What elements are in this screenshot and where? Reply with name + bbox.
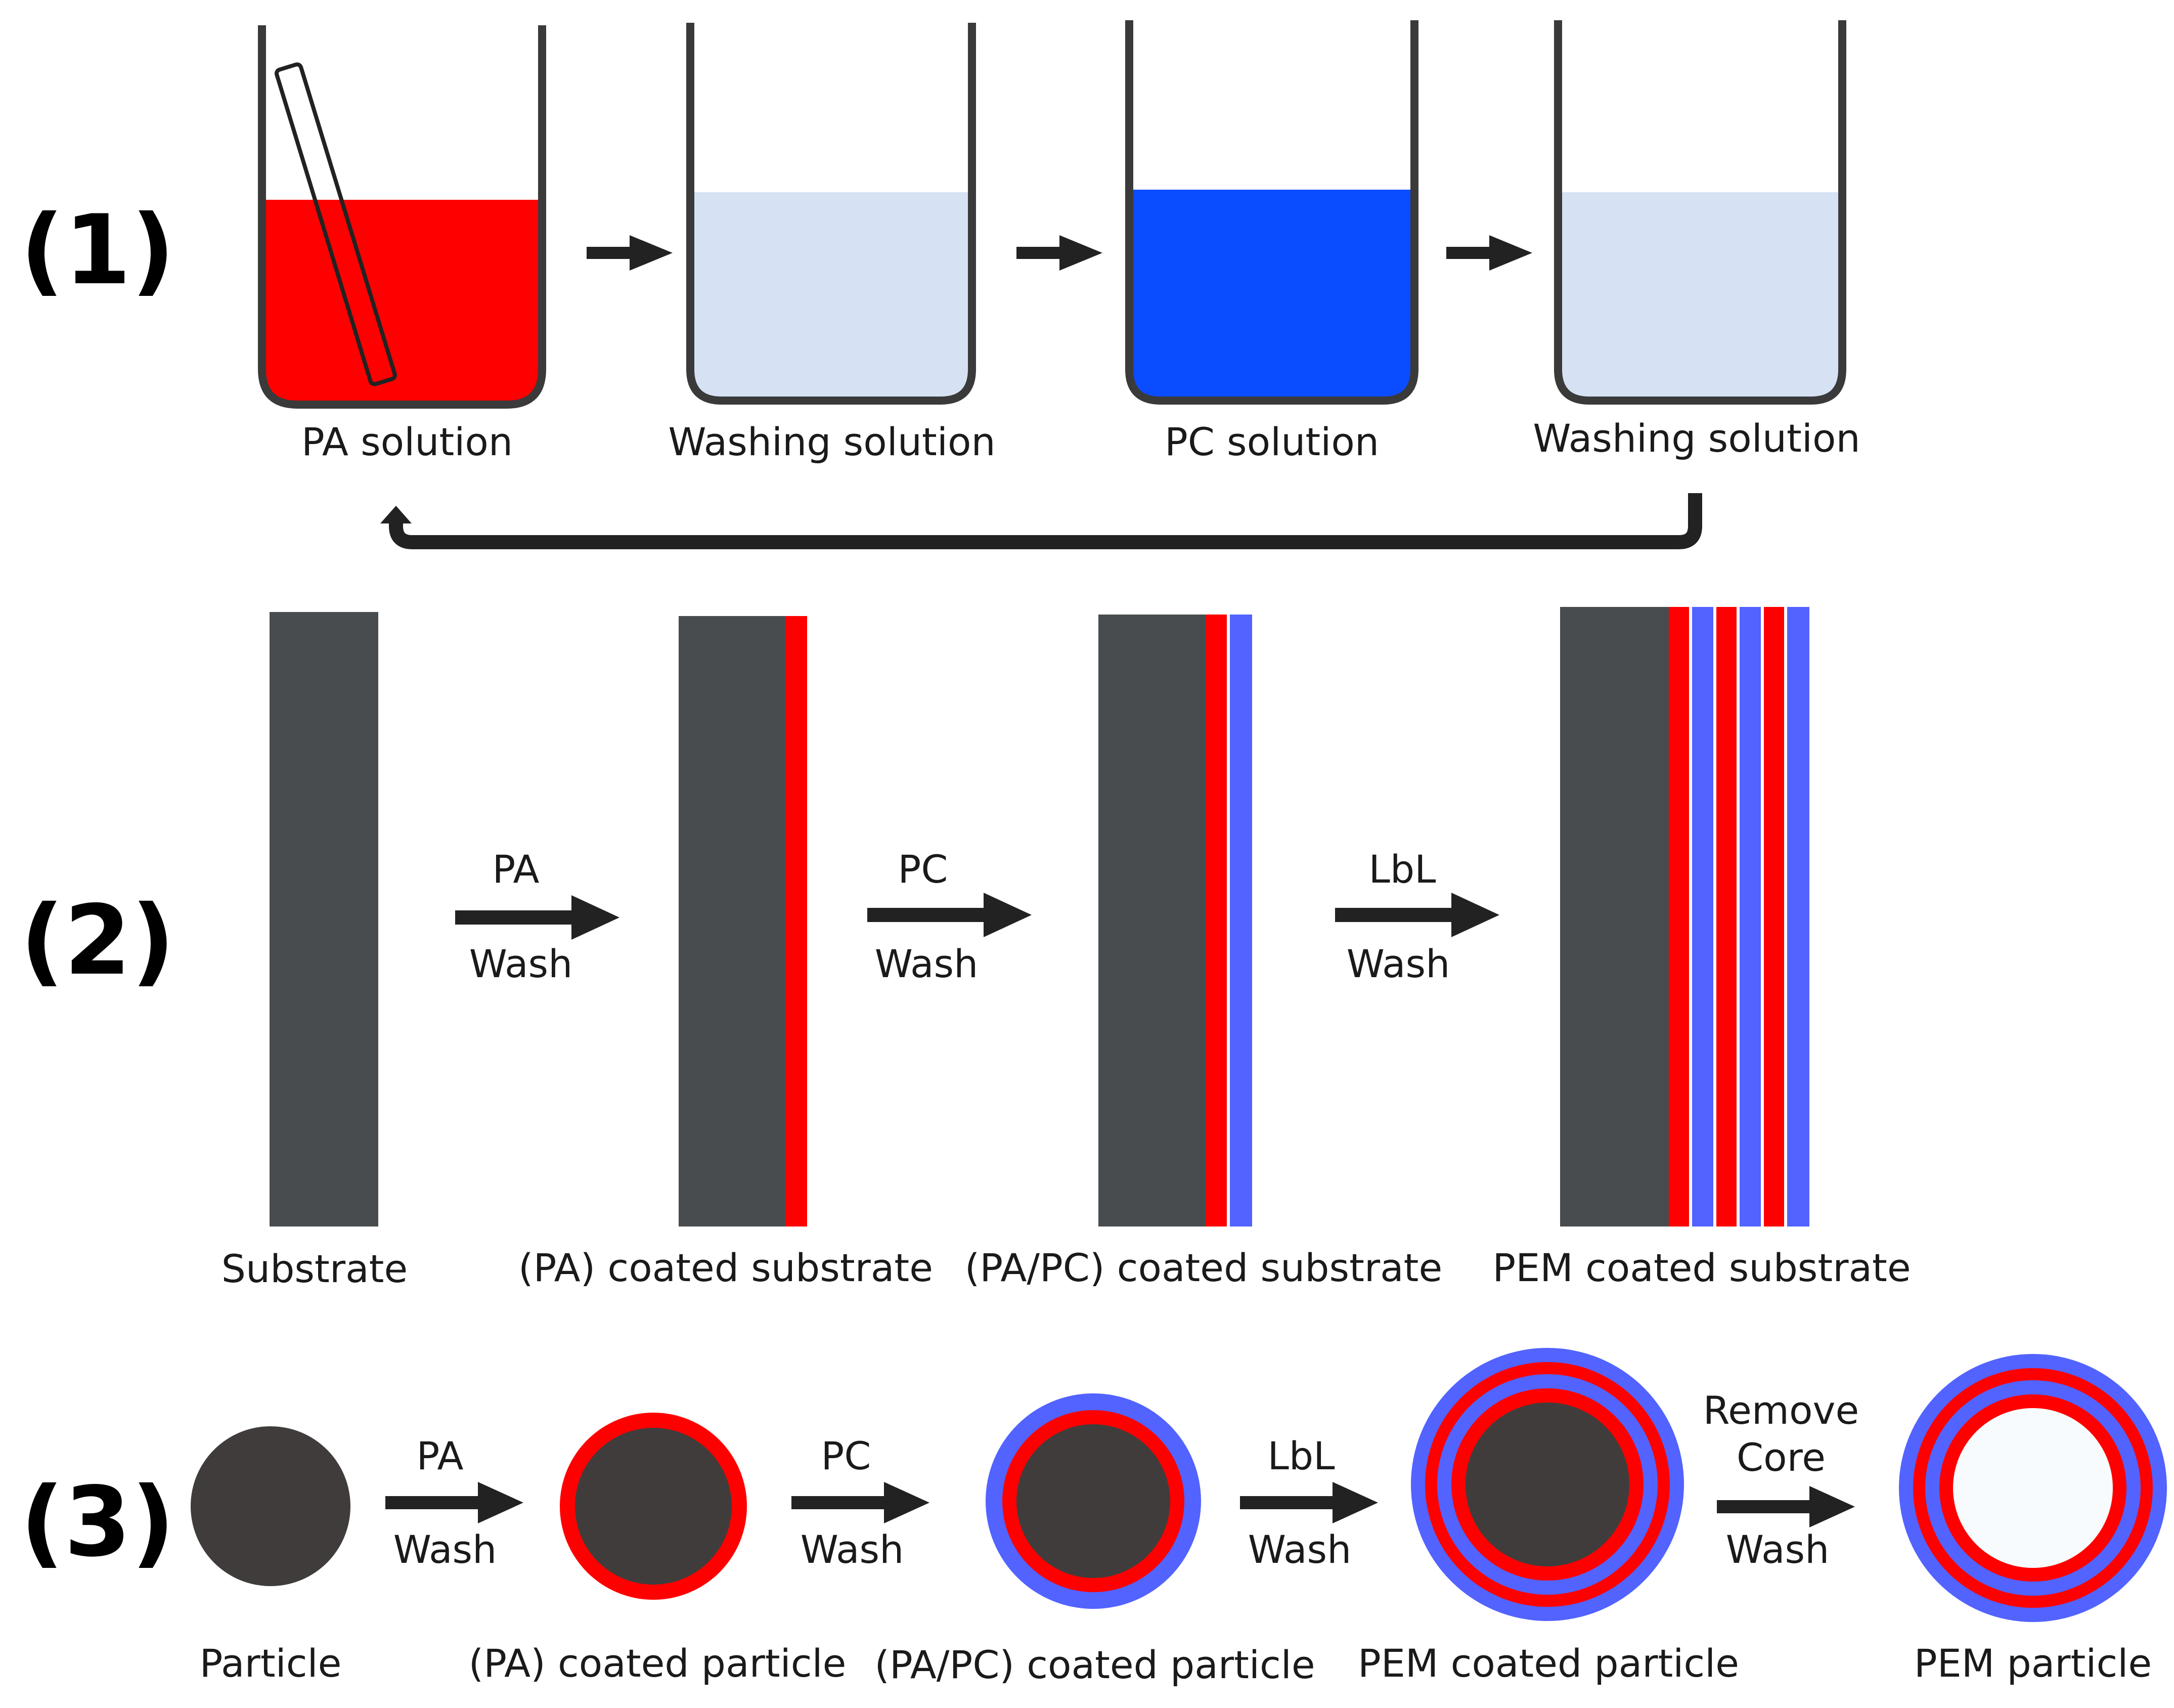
pa-coated-substrate-label: (PA) coated substrate: [518, 1245, 933, 1290]
substrate-slide-icon: [274, 62, 397, 386]
liquid-pc: [1133, 190, 1411, 397]
step-top-label: PA: [493, 847, 540, 892]
step-bottom-label: Wash: [1248, 1527, 1352, 1572]
pa-pc-coated-substrate-label: (PA/PC) coated substrate: [965, 1245, 1443, 1290]
step-top-label: Remove: [1703, 1388, 1859, 1433]
step-top-label: PC: [821, 1433, 871, 1478]
particle: [191, 1426, 350, 1586]
step-bottom-label: Wash: [469, 941, 573, 986]
pem-particle-label: PEM particle: [1914, 1641, 2152, 1686]
beaker-label-2: Washing solution: [668, 419, 995, 464]
arrow-right-icon: [791, 1482, 929, 1523]
particle-label: Particle: [200, 1641, 342, 1686]
step-top-label: LbL: [1369, 847, 1436, 892]
beaker-outline: [1125, 20, 1418, 405]
arrow-right-icon: [385, 1482, 523, 1523]
step-bottom-label: Wash: [801, 1527, 904, 1572]
pa-coated-particle-label: (PA) coated particle: [469, 1641, 847, 1686]
pem-coated-particle-label: PEM coated particle: [1358, 1641, 1739, 1686]
pem-coated-substrate: [1560, 607, 1809, 1227]
row1-number: (1): [20, 194, 175, 306]
arrow-right-icon: [587, 235, 673, 271]
beaker-outline: [686, 23, 976, 405]
arrow-right-icon: [1446, 235, 1532, 271]
beaker-outline: [258, 25, 546, 409]
step-top-label: LbL: [1268, 1433, 1335, 1478]
pem-coated-substrate-label: PEM coated substrate: [1492, 1245, 1911, 1290]
beaker-pa-solution: [258, 25, 546, 409]
row3-number: (3): [20, 1466, 175, 1578]
pa-coated-particle: [560, 1413, 747, 1600]
step-bottom-label: Wash: [875, 941, 979, 986]
step-top-label: PA: [417, 1433, 464, 1478]
pa-pc-coated-particle-label: (PA/PC) coated particle: [874, 1642, 1315, 1687]
arrow-right-icon: [1335, 893, 1499, 937]
pa-pc-coated-particle: [986, 1393, 1201, 1609]
row2-number: (2): [20, 885, 175, 996]
beaker-washing-solution-2: [1554, 20, 1846, 405]
liquid-wash: [694, 192, 968, 397]
step-top-label-2: Core: [1737, 1435, 1826, 1480]
cycle-return-arrow-icon: [380, 493, 1702, 549]
pem-coated-particle: [1411, 1348, 1684, 1621]
step-bottom-label: Wash: [1726, 1527, 1830, 1572]
step-bottom-label: Wash: [1347, 941, 1450, 986]
beaker-washing-solution-1: [686, 23, 976, 405]
liquid-pa: [264, 200, 540, 402]
liquid-wash: [1562, 192, 1839, 397]
arrow-right-icon: [455, 895, 619, 940]
substrate-label: Substrate: [221, 1246, 408, 1291]
arrow-right-icon: [1717, 1486, 1855, 1527]
arrow-right-icon: [1016, 235, 1102, 271]
pem-particle: [1899, 1354, 2167, 1622]
pa-coated-substrate: [679, 616, 807, 1227]
beaker-label-1: PA solution: [301, 419, 513, 464]
step-bottom-label: Wash: [393, 1527, 497, 1572]
arrow-right-icon: [1240, 1482, 1378, 1523]
beaker-pc-solution: [1125, 20, 1418, 405]
beaker-label-4: Washing solution: [1533, 416, 1860, 461]
beaker-outline: [1554, 20, 1846, 405]
arrow-right-icon: [867, 893, 1032, 937]
step-top-label: PC: [898, 847, 948, 892]
beaker-label-3: PC solution: [1165, 419, 1379, 464]
pa-pc-coated-substrate: [1098, 615, 1252, 1227]
substrate-bar: [270, 612, 378, 1227]
